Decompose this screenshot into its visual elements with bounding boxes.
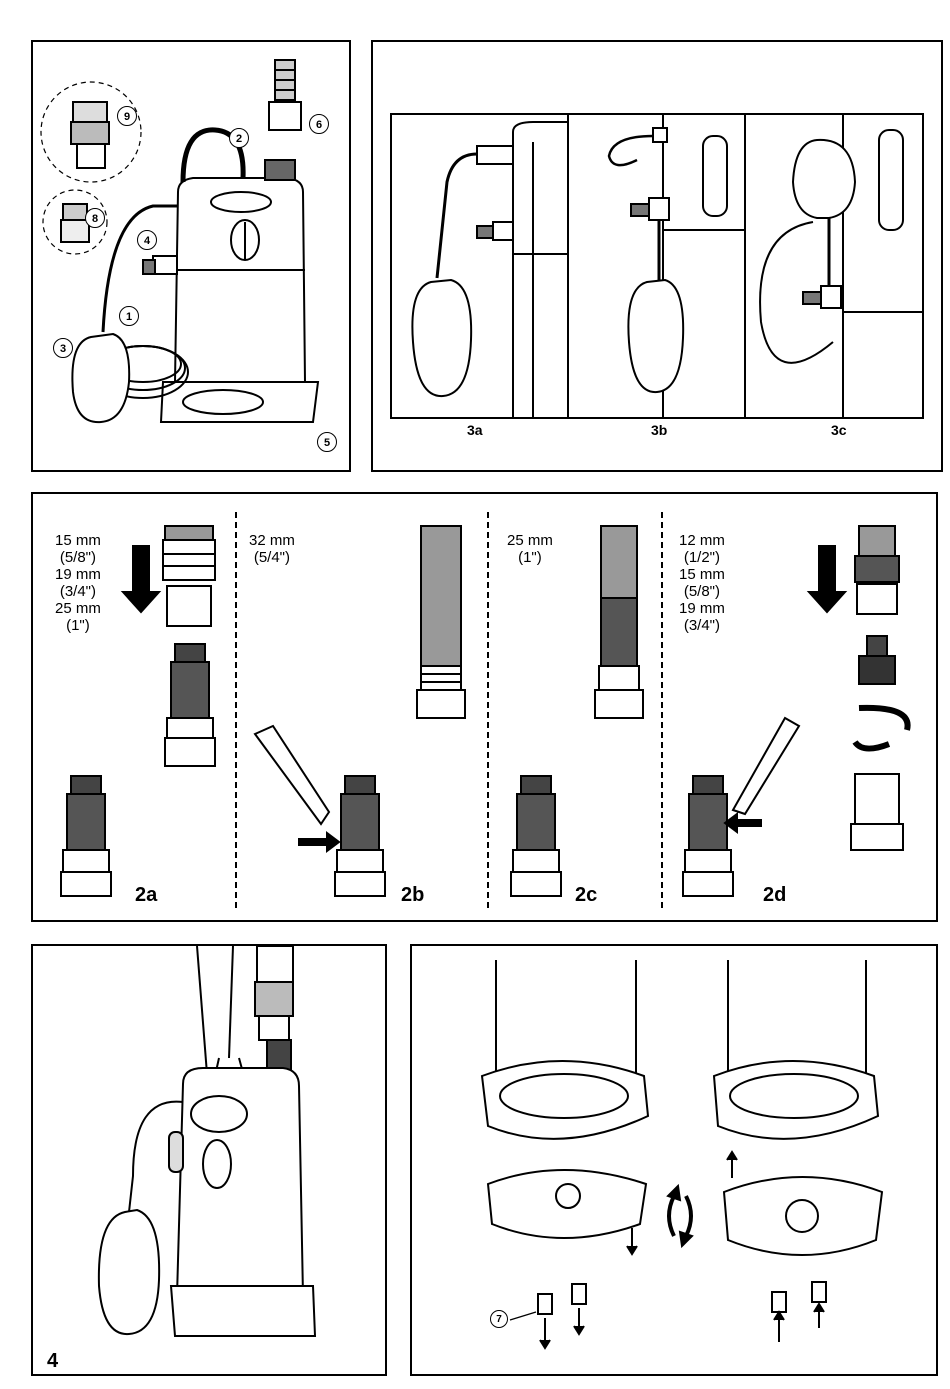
callout-4: 4	[137, 230, 157, 250]
figure-label-2b: 2b	[401, 884, 424, 907]
callout-6: 6	[309, 114, 329, 134]
callout-2: 2	[229, 128, 249, 148]
measure-2d: 12 mm (1/2") 15 mm (5/8") 19 mm (3/4")	[679, 532, 725, 634]
panel-float-configurations: 3a 3b 3c	[371, 40, 943, 472]
figure-label-2d: 2d	[763, 884, 786, 907]
measure-2c: 25 mm (1")	[507, 532, 553, 566]
measure-2b: 32 mm (5/4")	[249, 532, 295, 566]
callout-9: 9	[117, 106, 137, 126]
panel-base-removal: 7	[410, 944, 938, 1376]
float-configurations-drawing	[373, 42, 941, 470]
figure-label-3a: 3a	[467, 422, 483, 438]
figure-label-2a: 2a	[135, 884, 157, 907]
panel-pump-installed: 4	[31, 944, 387, 1376]
figure-label-3b: 3b	[651, 422, 667, 438]
figure-label-4: 4	[47, 1350, 58, 1373]
callout-7: 7	[490, 1310, 508, 1328]
panel-hose-connectors: 15 mm (5/8") 19 mm (3/4") 25 mm (1") 32 …	[31, 492, 938, 922]
figure-label-3c: 3c	[831, 422, 847, 438]
callout-1: 1	[119, 306, 139, 326]
pump-installed-drawing	[33, 946, 385, 1374]
panel-pump-overview: 1 2 3 4 5 6 8 9	[31, 40, 351, 472]
callout-5: 5	[317, 432, 337, 452]
pump-overview-drawing	[33, 42, 349, 470]
measure-2a: 15 mm (5/8") 19 mm (3/4") 25 mm (1")	[55, 532, 101, 634]
hose-connectors-drawing	[33, 494, 936, 920]
callout-3: 3	[53, 338, 73, 358]
callout-8: 8	[85, 208, 105, 228]
base-removal-drawing	[412, 946, 936, 1374]
figure-label-2c: 2c	[575, 884, 597, 907]
